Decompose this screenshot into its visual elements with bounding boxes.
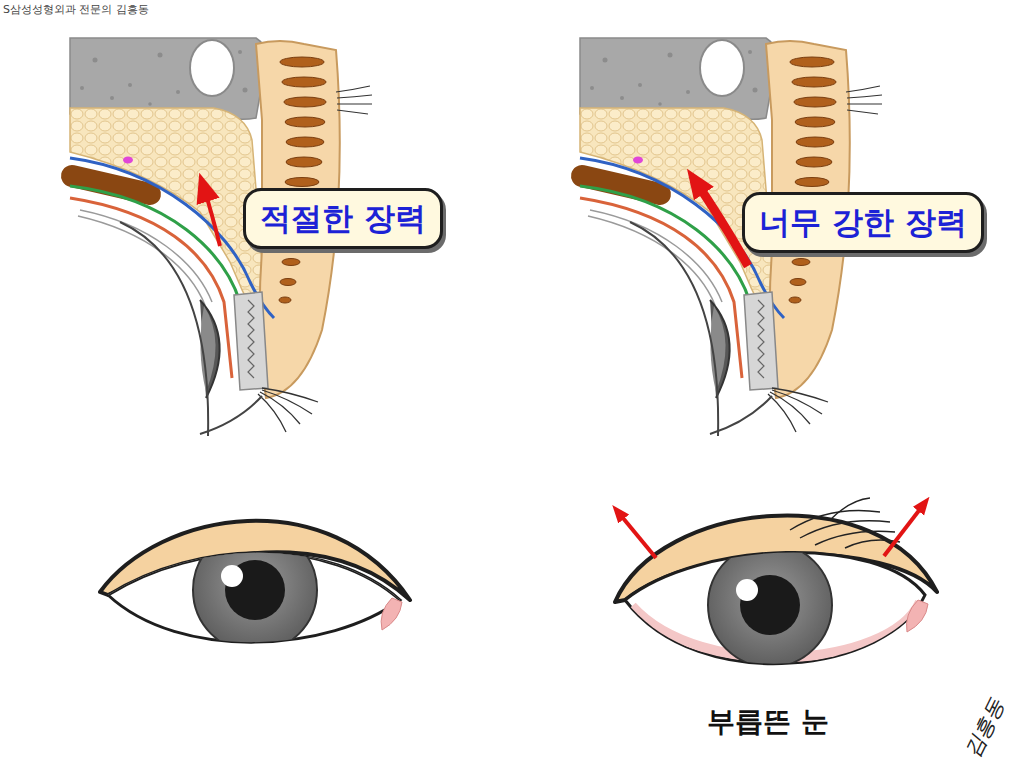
callout-box: 적절한 장력	[243, 188, 443, 249]
callout-text: 너무 강한 장력	[759, 203, 967, 242]
callout-box: 너무 강한 장력	[742, 192, 984, 253]
normal-eye	[100, 521, 410, 652]
watermark-text: S삼성성형외과 전문의 김흥동	[3, 2, 149, 17]
signature: 김흥동	[958, 694, 1011, 763]
callout-text: 적절한 장력	[260, 199, 426, 238]
tension-arrow	[696, 182, 748, 266]
watermark-text: S삼성성형외과 전문의 김흥동	[3, 2, 149, 17]
wide-open-eye	[615, 498, 937, 667]
tension-arrow	[204, 188, 220, 246]
signature: 김흥동	[958, 694, 1011, 763]
caption-label: 부릅뜬 눈	[707, 703, 829, 741]
caption-label: 부릅뜬 눈	[707, 703, 829, 741]
